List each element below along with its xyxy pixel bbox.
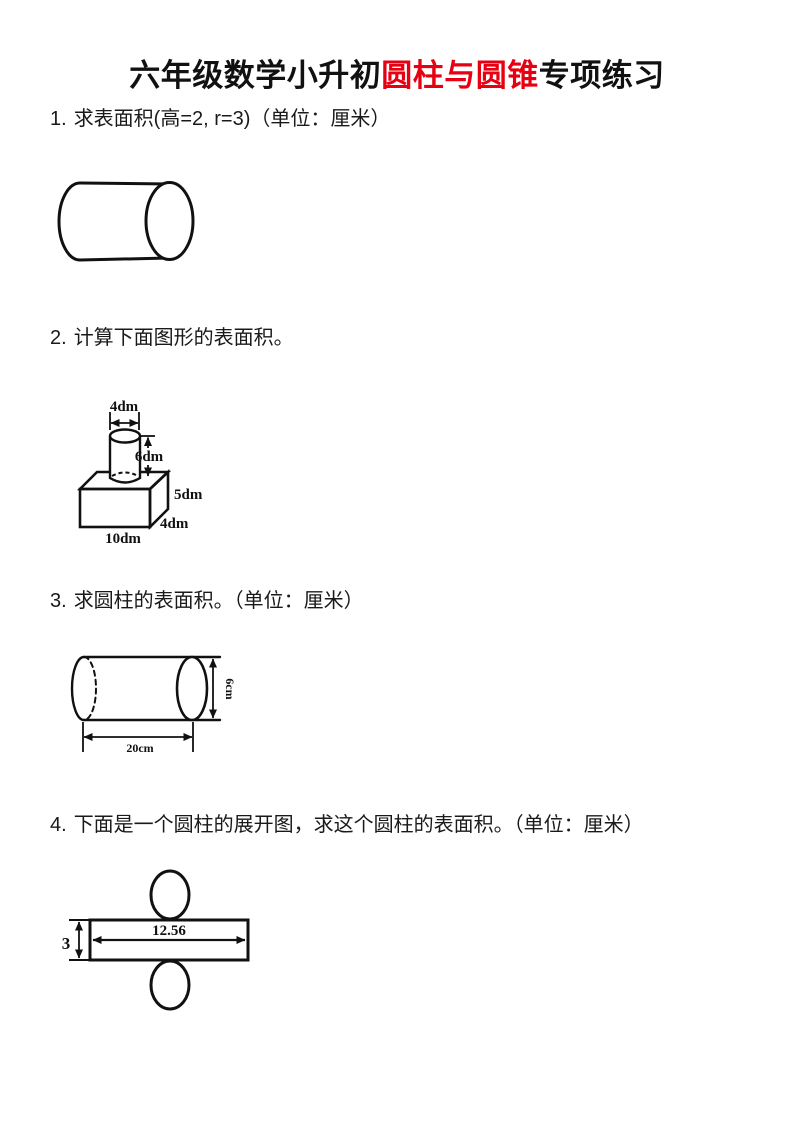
question-3: 3. 求圆柱的表面积。（单位：厘米） (50, 588, 364, 615)
title-highlight: 圆柱与圆锥 (381, 58, 539, 93)
diameter-label: 6cm (223, 678, 237, 699)
box-height-label: 5dm (174, 487, 203, 503)
question-2-number: 2. (50, 327, 67, 349)
rect-width-label: 12.56 (152, 923, 186, 939)
standing-cylinder (108, 428, 142, 484)
box-depth-label: 4dm (160, 516, 189, 532)
top-circle (149, 869, 191, 921)
hidden-edge-dashed (83, 656, 97, 721)
question-2: 2. 计算下面图形的表面积。 (50, 325, 294, 352)
question-1-number: 1. (50, 108, 67, 130)
dimension-lines (109, 412, 155, 477)
cylinder-diameter-label: 4dm (110, 399, 139, 415)
figure-2-drawing: 4dm 6dm 5dm 4dm 10dm (76, 399, 203, 547)
bottom-circle (149, 959, 191, 1011)
question-1: 1. 求表面积(高=2, r=3)（单位：厘米） (50, 106, 390, 133)
question-4: 4. 下面是一个圆柱的展开图，求这个圆柱的表面积。（单位：厘米） (50, 812, 644, 839)
question-4-number: 4. (50, 814, 67, 836)
question-1-text: 求表面积(高=2, r=3)（单位：厘米） (73, 108, 391, 130)
net-shapes (88, 869, 250, 1011)
figure-1-cylinder (50, 169, 210, 274)
cylinder-body (70, 655, 222, 722)
dimension-lines (69, 919, 246, 961)
figure-2-cylinder-on-box: 4dm 6dm 5dm 4dm 10dm (60, 395, 225, 550)
page-title: 六年级数学小升初圆柱与圆锥专项练习 (0, 55, 794, 97)
cylinder-height-label: 6dm (135, 449, 164, 465)
question-3-number: 3. (50, 590, 67, 612)
rect-height-label: 3 (62, 934, 71, 953)
figure-3-drawing: 6cm 20cm (70, 655, 237, 755)
hidden-edge-dashed (111, 471, 139, 477)
dimension-lines (82, 658, 217, 752)
question-4-text: 下面是一个圆柱的展开图，求这个圆柱的表面积。（单位：厘米） (73, 814, 644, 836)
title-suffix: 专项练习 (538, 58, 665, 93)
question-2-text: 计算下面图形的表面积。 (73, 327, 294, 349)
figure-4-drawing: 3 12.56 (62, 869, 250, 1011)
question-3-text: 求圆柱的表面积。（单位：厘米） (73, 590, 364, 612)
cylinder-body (57, 181, 195, 262)
box-width-label: 10dm (105, 531, 141, 547)
length-label: 20cm (126, 741, 153, 755)
cuboid-box (76, 468, 172, 531)
figure-3-cylinder: 6cm 20cm (55, 645, 250, 760)
title-prefix: 六年级数学小升初 (129, 58, 382, 93)
figure-1-cylinder-drawing (57, 181, 195, 262)
figure-4-cylinder-net: 3 12.56 (55, 863, 280, 1018)
